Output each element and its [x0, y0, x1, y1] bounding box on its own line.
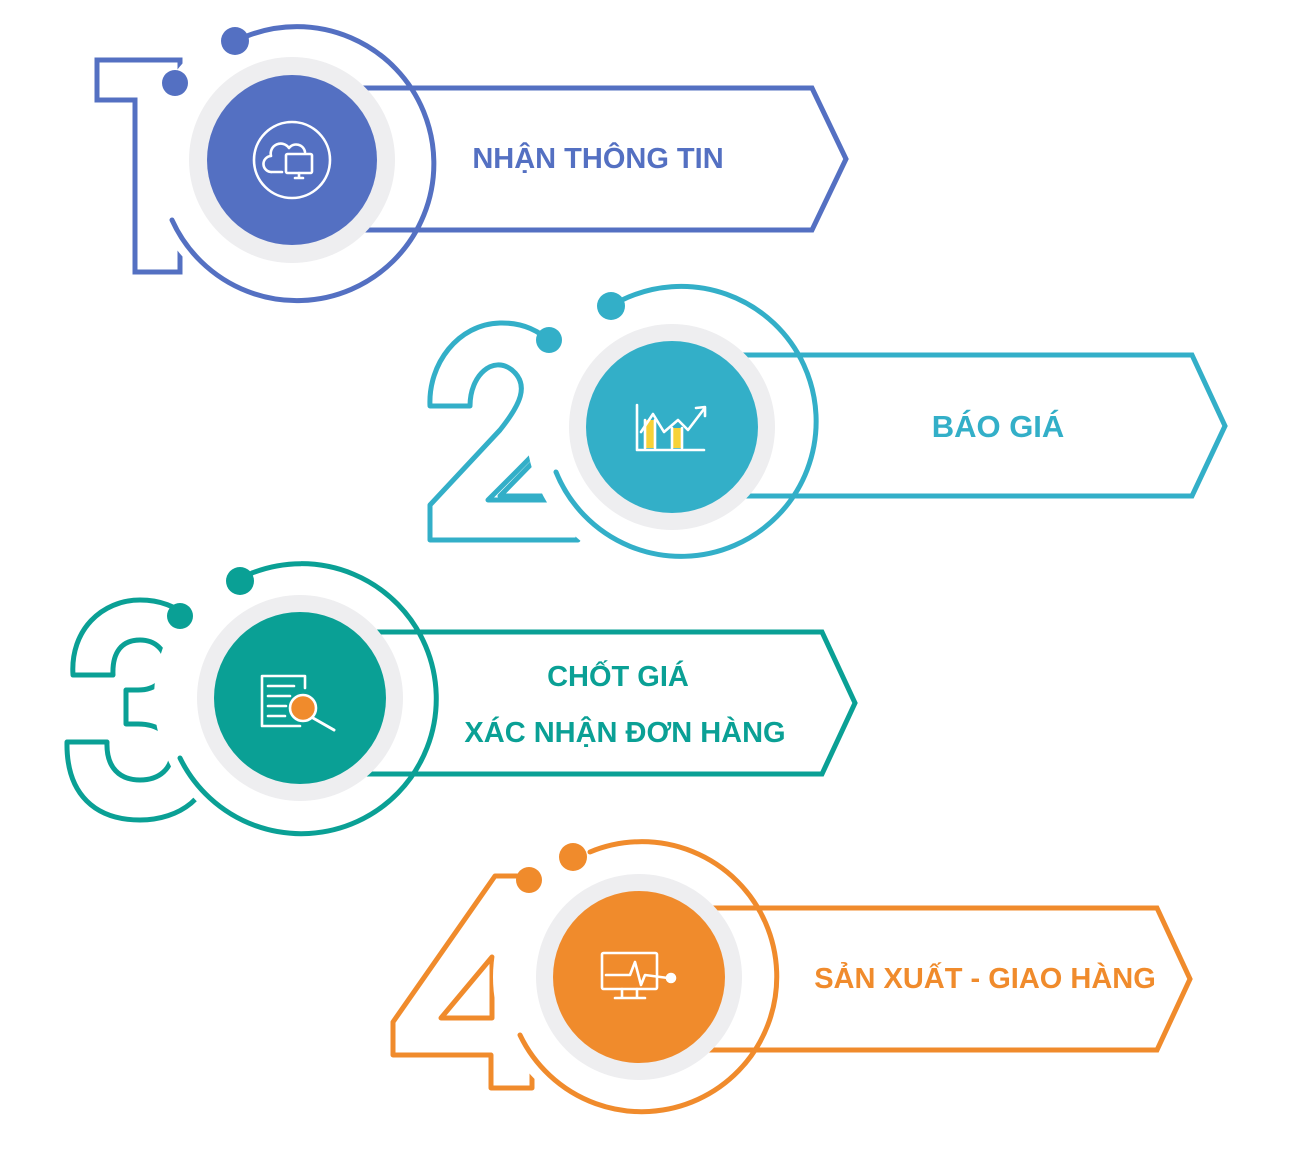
step-1-dot-small — [162, 70, 188, 96]
step-2-label: BÁO GIÁ — [932, 409, 1065, 444]
step-4-dot-small — [516, 867, 542, 893]
step-3-dot-large — [226, 567, 254, 595]
step-4-digit-triangle — [438, 954, 495, 1021]
step-4-ring — [517, 839, 780, 1115]
step-2-dot-large — [597, 292, 625, 320]
step-3-banner — [337, 629, 858, 777]
step-1-dot-large — [221, 27, 249, 55]
step-2: BÁO GIÁ — [427, 281, 1228, 573]
step-3-dot-small — [167, 603, 193, 629]
step-2-ring — [553, 283, 819, 559]
step-4-label: SẢN XUẤT - GIAO HÀNG — [814, 961, 1156, 995]
step-4: SẢN XUẤT - GIAO HÀNG — [390, 831, 1193, 1123]
step-1-disc — [207, 75, 377, 245]
step-3: CHỐT GIÁ XÁC NHẬN ĐƠN HÀNG — [64, 552, 858, 844]
step-3-ring — [177, 561, 439, 837]
step-1: NHẬN THÔNG TIN — [94, 14, 849, 306]
step-2-dot-small — [536, 327, 562, 353]
bar-chart-growth-icon — [635, 403, 707, 452]
step-3-label: CHỐT GIÁ XÁC NHẬN ĐƠN HÀNG — [464, 659, 785, 749]
step-4-dot-large — [559, 843, 587, 871]
monitor-pulse-icon — [600, 951, 677, 1000]
step-1-ring — [169, 24, 437, 304]
step-1-label: NHẬN THÔNG TIN — [472, 141, 723, 175]
document-search-icon — [260, 674, 336, 732]
cloud-computer-icon — [252, 120, 332, 200]
